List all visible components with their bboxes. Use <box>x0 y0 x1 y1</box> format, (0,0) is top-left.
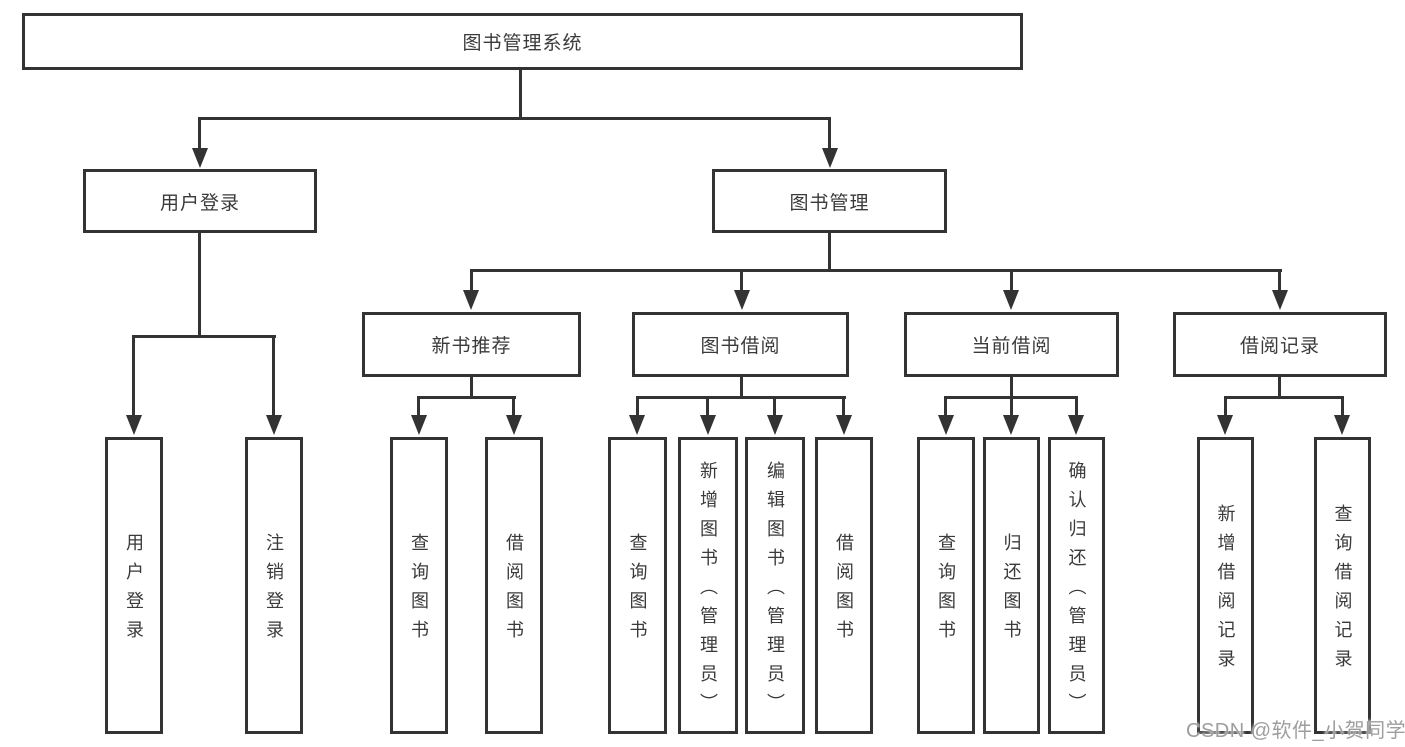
arrow-down-icon <box>1003 415 1019 435</box>
node-current-borrowing: 当前借阅 <box>904 312 1119 377</box>
arrow-down-icon <box>822 148 838 168</box>
arrow-down-icon <box>126 415 142 435</box>
arrow-down-icon <box>938 415 954 435</box>
connector-line <box>1341 396 1344 420</box>
connector-line <box>842 396 845 420</box>
connector-line <box>272 335 275 420</box>
arrow-down-icon <box>463 290 479 310</box>
arrow-down-icon <box>767 415 783 435</box>
node-borrowing-records: 借阅记录 <box>1173 312 1387 377</box>
arrow-down-icon <box>1334 415 1350 435</box>
leaf-node-query-books-3: 查询图书 <box>917 437 975 734</box>
leaf-node-return-books: 归还图书 <box>983 437 1040 734</box>
connector-line <box>1010 377 1013 398</box>
node-library-management-system: 图书管理系统 <box>22 13 1023 70</box>
node-new-book-recommendation: 新书推荐 <box>362 312 581 377</box>
connector-line <box>512 396 515 420</box>
arrow-down-icon <box>1068 415 1084 435</box>
node-book-management: 图书管理 <box>712 169 947 233</box>
connector-line <box>1010 269 1013 295</box>
leaf-node-borrow-books: 借阅图书 <box>485 437 543 734</box>
leaf-node-logout-login: 注销登录 <box>245 437 303 734</box>
connector-line <box>198 117 201 159</box>
arrow-down-icon <box>1217 415 1233 435</box>
connector-line <box>828 233 831 271</box>
leaf-node-add-books-admin: 新增图书（管理员） <box>678 437 738 734</box>
connector-line <box>1224 396 1344 399</box>
connector-line <box>1224 396 1227 420</box>
arrow-down-icon <box>411 415 427 435</box>
leaf-label: 查询借阅记录 <box>1332 504 1353 678</box>
arrow-down-icon <box>266 415 282 435</box>
connector-line <box>828 117 831 159</box>
arrow-down-icon <box>836 415 852 435</box>
arrow-down-icon <box>734 290 750 310</box>
arrow-down-icon <box>629 415 645 435</box>
leaf-label: 借阅图书 <box>504 533 524 649</box>
connector-line <box>198 233 201 337</box>
leaf-node-query-borrow-record: 查询借阅记录 <box>1314 437 1371 734</box>
connector-line <box>740 377 743 398</box>
leaf-label: 查询图书 <box>936 533 956 649</box>
leaf-label: 归还图书 <box>1001 533 1022 649</box>
connector-line <box>706 396 709 420</box>
node-user-login: 用户登录 <box>83 169 317 233</box>
connector-line <box>470 377 473 398</box>
leaf-node-user-login: 用户登录 <box>105 437 163 734</box>
leaf-label: 查询图书 <box>409 533 429 649</box>
leaf-label: 查询图书 <box>627 533 648 649</box>
connector-line <box>1075 396 1078 420</box>
connector-line <box>636 396 639 420</box>
leaf-node-query-books: 查询图书 <box>390 437 448 734</box>
leaf-label: 编辑图书（管理员） <box>765 460 785 722</box>
connector-line <box>519 69 522 119</box>
node-book-borrowing: 图书借阅 <box>632 312 849 377</box>
connector-line <box>1278 269 1281 295</box>
arrow-down-icon <box>1272 290 1288 310</box>
arrow-down-icon <box>700 415 716 435</box>
connector-line <box>773 396 776 420</box>
arrow-down-icon <box>506 415 522 435</box>
connector-line <box>417 396 420 420</box>
arrow-down-icon <box>192 148 208 168</box>
leaf-node-borrow-books-2: 借阅图书 <box>815 437 873 734</box>
connector-line <box>470 269 473 295</box>
connector-line <box>1278 377 1281 398</box>
connector-line <box>417 396 516 399</box>
leaf-label: 新增借阅记录 <box>1215 504 1236 678</box>
arrow-down-icon <box>1003 290 1019 310</box>
connector-line <box>636 396 846 399</box>
connector-line <box>740 269 743 295</box>
connector-line <box>944 396 947 420</box>
leaf-node-add-borrow-record: 新增借阅记录 <box>1197 437 1254 734</box>
leaf-label: 借阅图书 <box>834 533 854 649</box>
connector-line <box>132 335 135 420</box>
connector-line <box>470 269 1282 272</box>
csdn-watermark: CSDN @软件_小贺同学 <box>1186 720 1405 742</box>
connector-line <box>198 117 831 120</box>
leaf-node-edit-books-admin: 编辑图书（管理员） <box>745 437 805 734</box>
leaf-node-confirm-return-admin: 确认归还（管理员） <box>1048 437 1105 734</box>
leaf-label: 确认归还（管理员） <box>1066 460 1087 722</box>
leaf-label: 用户登录 <box>124 533 144 649</box>
leaf-label: 注销登录 <box>264 533 284 649</box>
leaf-label: 新增图书（管理员） <box>698 460 718 722</box>
connector-line <box>1010 396 1013 420</box>
connector-line <box>132 335 276 338</box>
leaf-node-query-books-2: 查询图书 <box>608 437 667 734</box>
